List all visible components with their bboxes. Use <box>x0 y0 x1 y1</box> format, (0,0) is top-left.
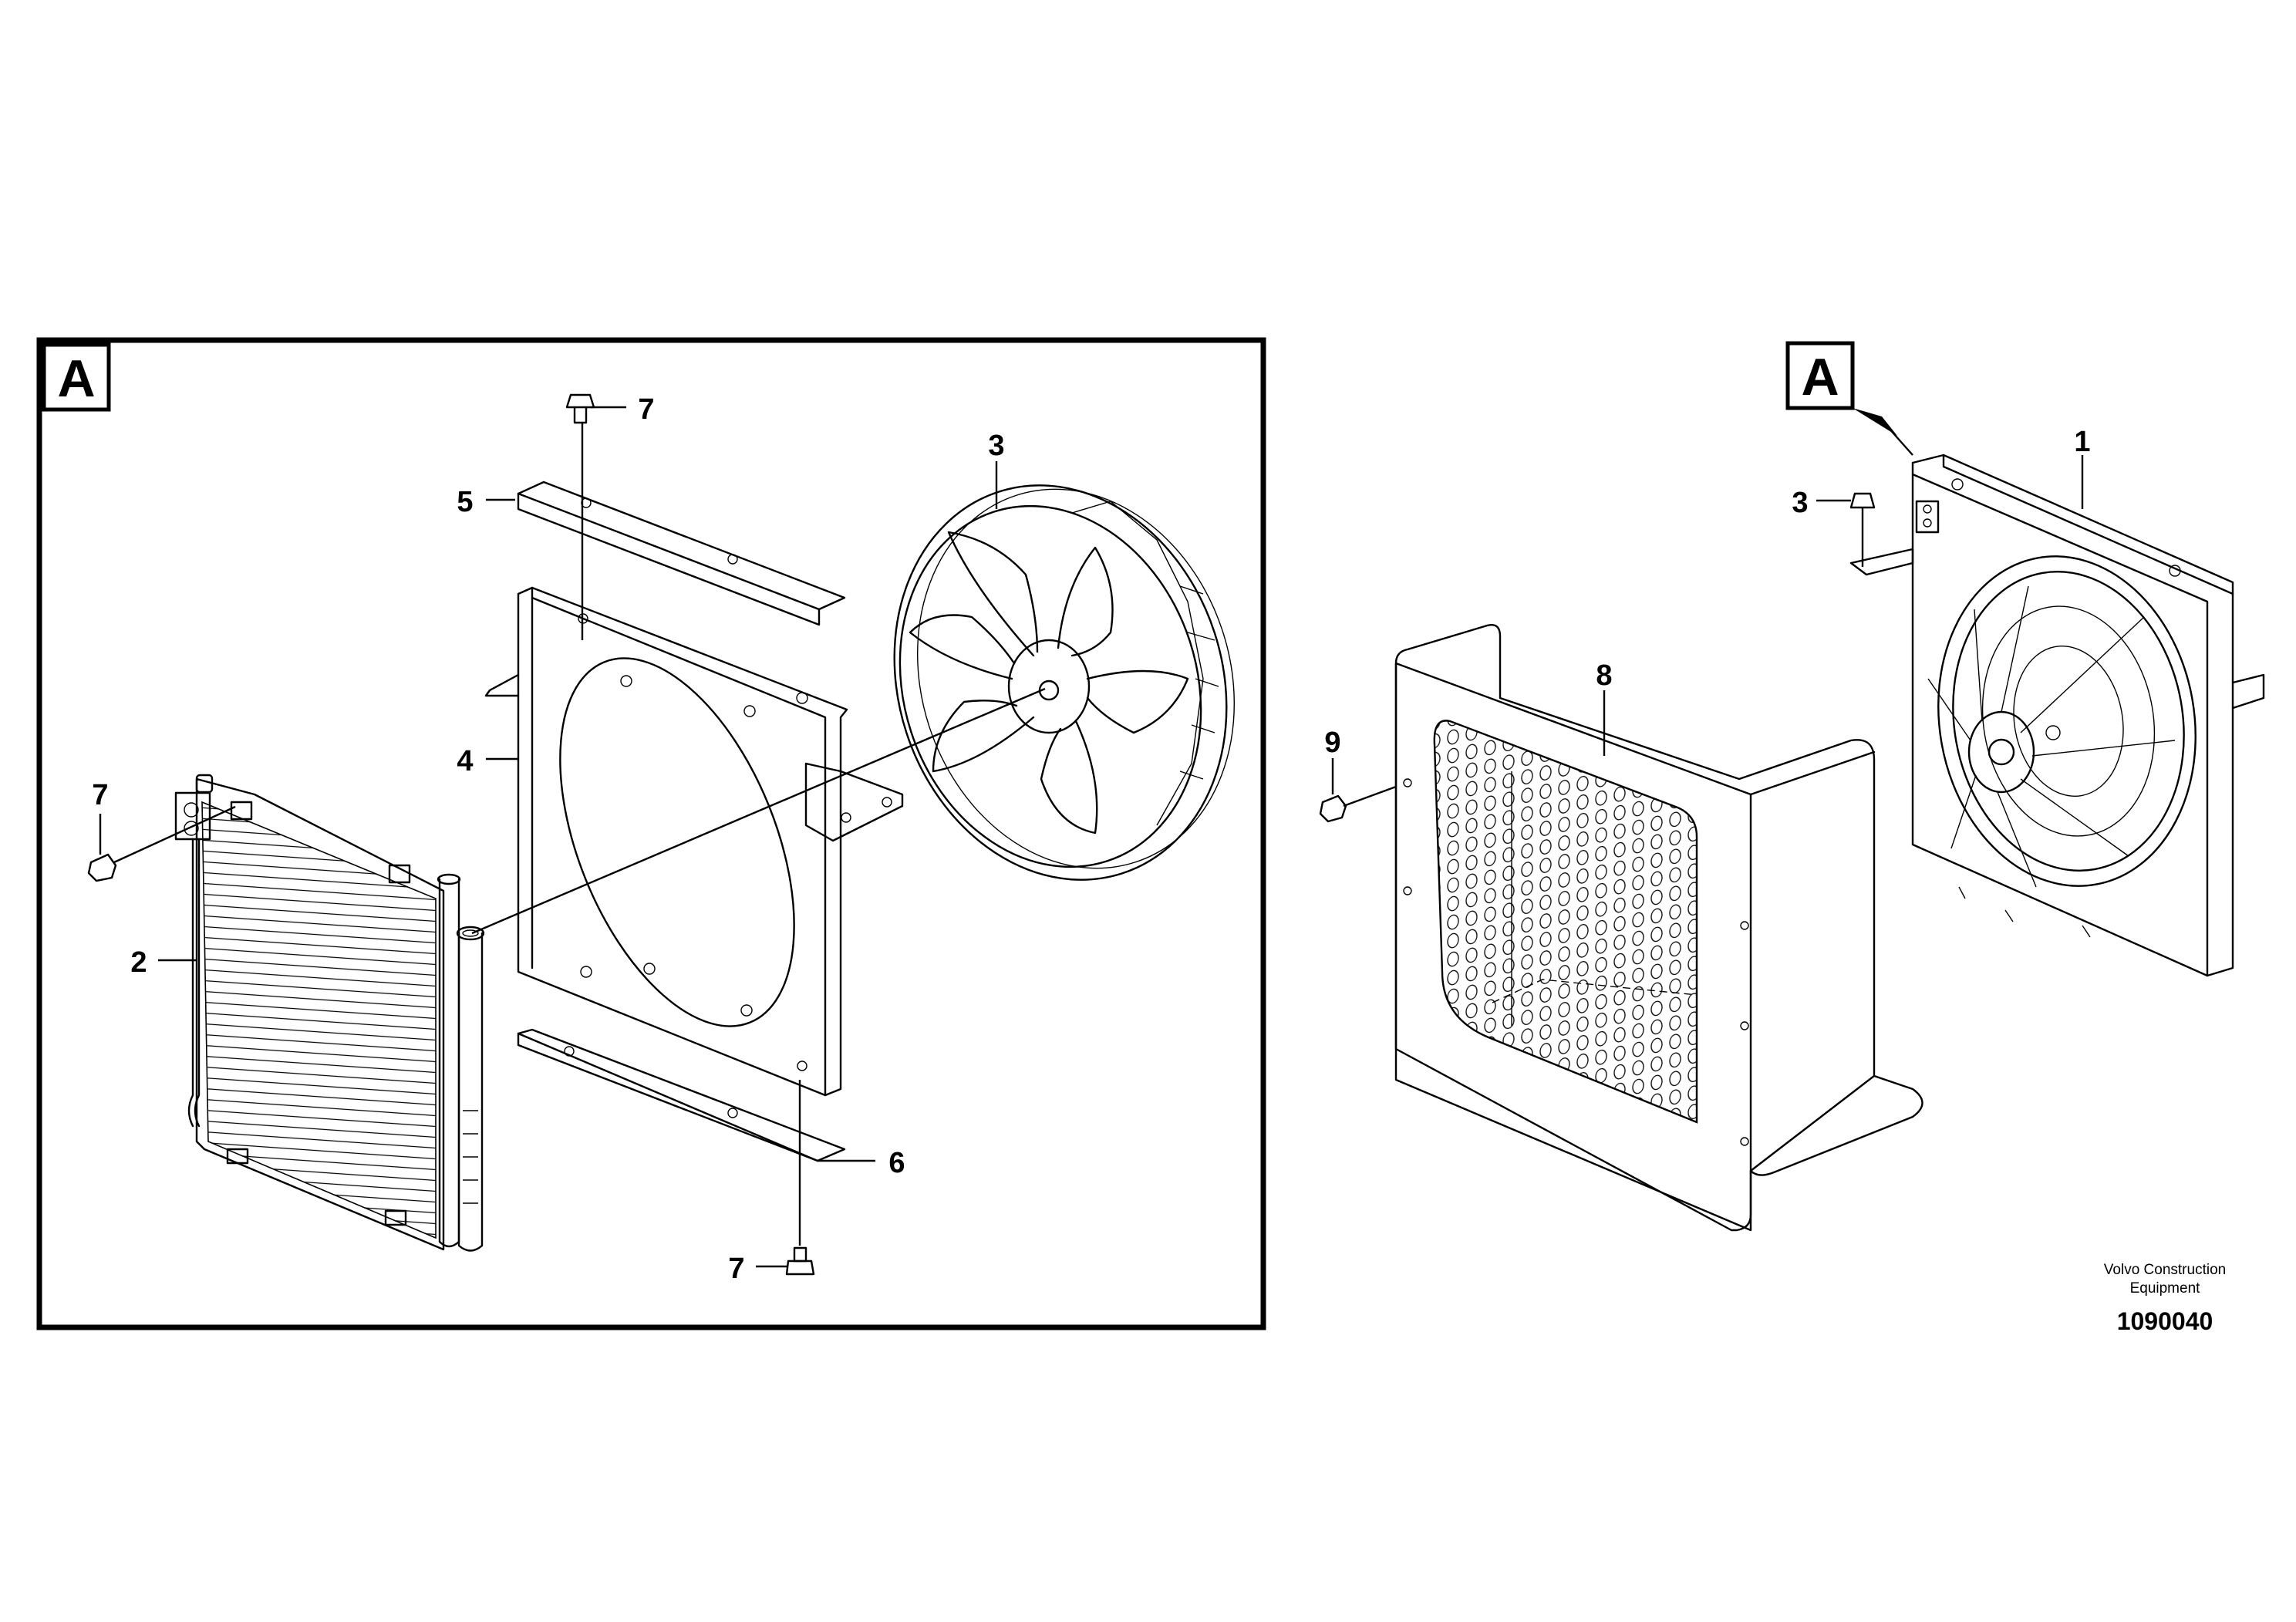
title-block: Volvo Construction Equipment 1090040 <box>2104 1262 2226 1335</box>
maker-line-1: Volvo Construction <box>2104 1262 2226 1278</box>
callout-7-top: 7 <box>638 393 654 426</box>
detail-frame <box>36 337 1266 1330</box>
callout-1: 1 <box>2074 426 2090 458</box>
callout-7-left: 7 <box>92 779 108 811</box>
lower-bracket <box>517 1028 846 1162</box>
callout-3-overview: 3 <box>1792 487 1808 519</box>
detail-view-a: A <box>36 337 1266 1330</box>
document-number: 1090040 <box>2117 1307 2213 1335</box>
callout-8: 8 <box>1596 659 1612 692</box>
maker-line-2: Equipment <box>2130 1280 2201 1297</box>
overview: A <box>1319 341 2265 1232</box>
guard-enclosure <box>1394 623 1923 1232</box>
cooler-unit <box>1849 454 2265 977</box>
callout-2: 2 <box>130 946 147 979</box>
condenser <box>174 774 485 1252</box>
detail-frame-label: A <box>57 349 95 408</box>
view-a-label-box <box>1785 341 1855 410</box>
callout-6: 6 <box>888 1147 905 1179</box>
callout-5: 5 <box>457 486 473 518</box>
electric-fan <box>893 484 1236 881</box>
view-a-label: A <box>1801 348 1839 406</box>
callout-3: 3 <box>988 430 1004 462</box>
callout-9: 9 <box>1324 727 1340 759</box>
bolt-left <box>87 853 117 882</box>
view-a-arrow <box>1853 408 1897 436</box>
bolt-top <box>565 393 595 424</box>
bolt-3 <box>1816 492 1876 567</box>
bolt-bottom <box>785 1246 815 1276</box>
bolt-9 <box>1319 758 1397 823</box>
upper-bracket <box>517 481 846 626</box>
detail-frame-label-box <box>42 342 111 412</box>
callout-4: 4 <box>457 745 473 777</box>
fan-shroud <box>484 586 904 1097</box>
callout-7-bottom: 7 <box>728 1253 744 1285</box>
